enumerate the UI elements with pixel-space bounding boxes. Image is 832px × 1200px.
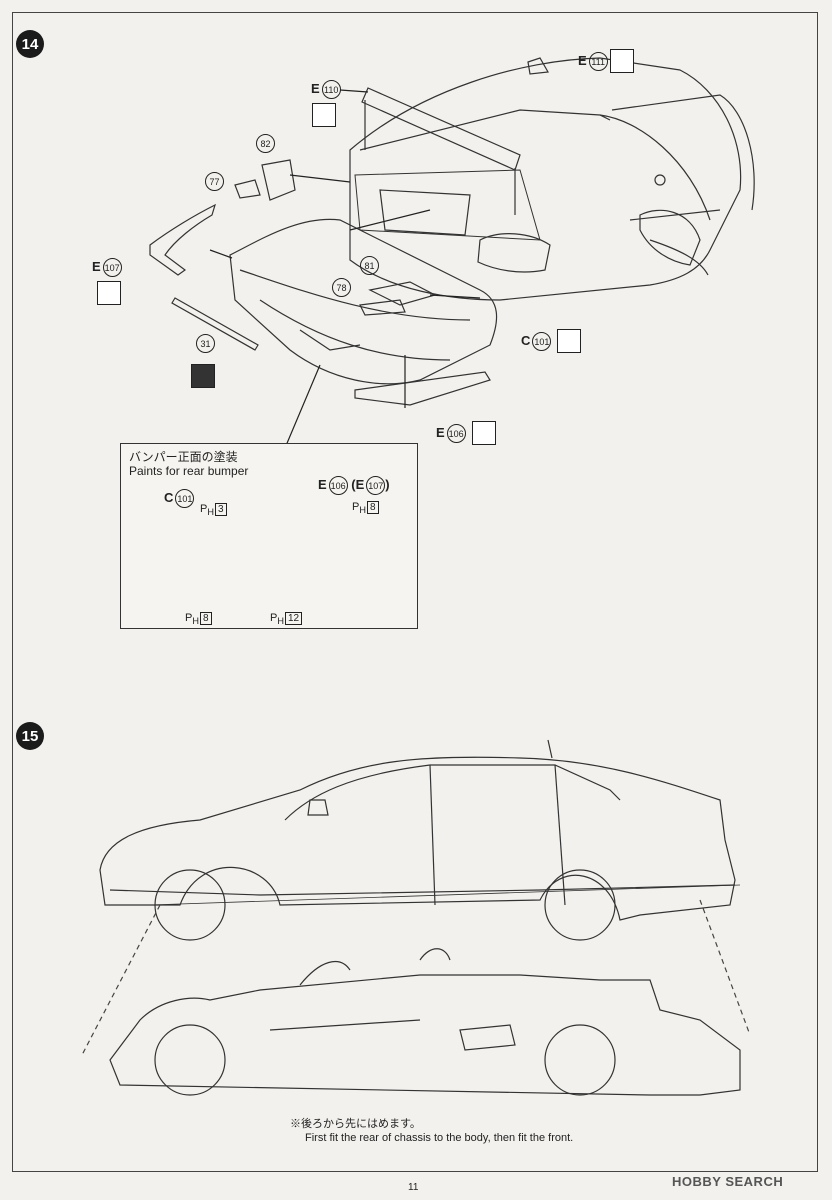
note-jp: ※後ろから先にはめます。 [290, 1118, 421, 1130]
chassis-drawing [109, 948, 741, 1096]
part-82 [261, 159, 296, 201]
step-14-badge: 14 [16, 30, 44, 58]
bumper-side-trim-left [149, 203, 216, 276]
part-78 [359, 299, 406, 316]
page-number: 11 [408, 1182, 419, 1193]
fitting-guide-lines [81, 899, 751, 1056]
paint-icon-e110 [312, 103, 336, 127]
paint-icon-e106 [472, 421, 496, 445]
label-81: 81 [358, 256, 379, 275]
part-77 [234, 179, 261, 199]
step-15-badge: 15 [16, 722, 44, 750]
antenna-part [527, 57, 549, 75]
inset-title-jp: バンパー正面の塗装 [129, 450, 238, 464]
rear-bumper [229, 218, 498, 385]
page-frame [12, 12, 818, 1172]
rear-spoiler [361, 87, 521, 171]
paint-icon-c101 [557, 329, 581, 353]
label-77: 77 [203, 172, 224, 191]
paint-icon-e111 [610, 49, 634, 73]
note-en: First fit the rear of chassis to the bod… [305, 1132, 574, 1144]
label-31: 31 [194, 334, 215, 353]
car-rear-body [349, 57, 755, 301]
paint-icon-31 [191, 364, 215, 388]
car-side-body [99, 739, 741, 941]
inset-title-en: Paints for rear bumper [129, 464, 249, 478]
label-82: 82 [254, 134, 275, 153]
inset-rear-bumper-paints: バンパー正面の塗装 Paints for rear bumper [120, 443, 418, 629]
bumper-lower-trim [354, 371, 491, 406]
paint-icon-e107 [97, 281, 121, 305]
label-78: 78 [330, 278, 351, 297]
watermark-logo: HOBBY SEARCH [672, 1174, 784, 1189]
assembly-arrows [209, 89, 481, 449]
part-31-strip [171, 297, 259, 351]
